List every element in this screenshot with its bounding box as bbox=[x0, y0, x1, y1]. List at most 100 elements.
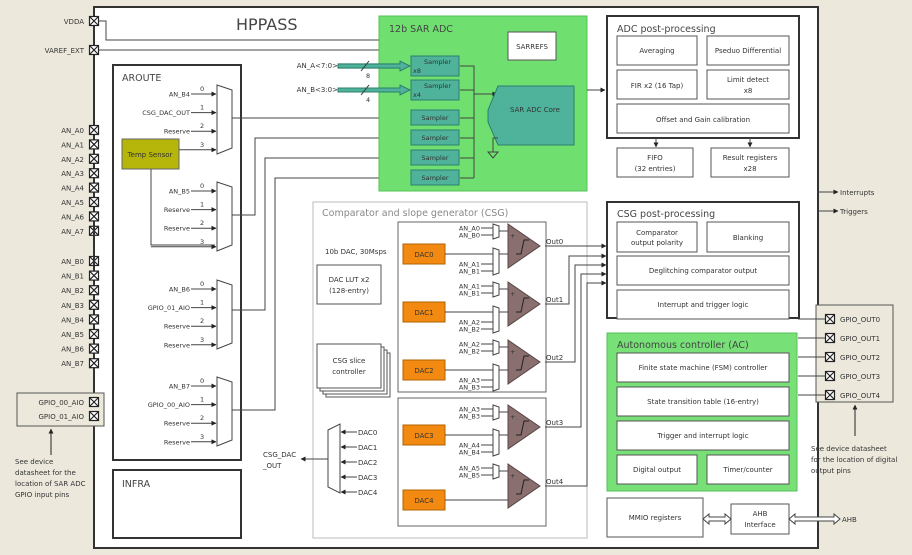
svg-text:Reserve: Reserve bbox=[164, 341, 190, 349]
stt-block bbox=[616, 386, 790, 417]
svg-text:Out4: Out4 bbox=[546, 478, 564, 486]
gpio-in-note: See device datasheet for the location of… bbox=[15, 458, 86, 499]
svg-text:x4: x4 bbox=[413, 91, 421, 99]
svg-text:AN_B7: AN_B7 bbox=[61, 360, 84, 368]
svg-text:Sampler: Sampler bbox=[424, 82, 451, 90]
svg-text:AN_A2: AN_A2 bbox=[61, 156, 84, 164]
svg-text:CSG slice: CSG slice bbox=[333, 357, 366, 365]
svg-text:Temp Sensor: Temp Sensor bbox=[127, 151, 173, 159]
ground-icon bbox=[486, 151, 500, 159]
pin-an-b0: AN_B0 bbox=[61, 255, 100, 267]
svg-text:DAC1: DAC1 bbox=[414, 309, 433, 317]
svg-text:4: 4 bbox=[366, 96, 370, 104]
svg-text:AN_B0: AN_B0 bbox=[61, 258, 84, 266]
pin-an-b2: AN_B2 bbox=[61, 285, 100, 296]
svg-text:1: 1 bbox=[200, 201, 204, 209]
pin-gpio-01-aio: GPIO_01_AIO bbox=[39, 410, 100, 422]
svg-text:AN_A4: AN_A4 bbox=[61, 185, 84, 193]
svg-text:Reserve: Reserve bbox=[164, 420, 190, 428]
svg-text:2: 2 bbox=[200, 317, 204, 325]
csg-slices-group-2 bbox=[397, 397, 547, 527]
svg-text:1: 1 bbox=[200, 299, 204, 307]
ahb-bus-arrow bbox=[788, 512, 841, 526]
pseudo-diff-block bbox=[706, 35, 790, 66]
pin-an-b7: AN_B7 bbox=[61, 358, 100, 369]
pin-vdda: VDDA bbox=[64, 15, 100, 27]
svg-text:2: 2 bbox=[200, 219, 204, 227]
svg-text:output polarity: output polarity bbox=[631, 239, 683, 247]
svg-text:AN_B1: AN_B1 bbox=[459, 268, 480, 276]
svg-text:AN_B<3:0>: AN_B<3:0> bbox=[297, 86, 338, 94]
comparator-4 bbox=[507, 463, 541, 509]
svg-text:AN_B0: AN_B0 bbox=[459, 232, 480, 240]
csg-title: Comparator and slope generator (CSG) bbox=[322, 208, 508, 219]
pin-an-b6: AN_B6 bbox=[61, 343, 100, 354]
svg-text:Interrupt and trigger logic: Interrupt and trigger logic bbox=[658, 301, 749, 309]
svg-text:Timer/counter: Timer/counter bbox=[722, 466, 772, 474]
pin-an-b4: AN_B4 bbox=[61, 314, 100, 325]
dac-spec: 10b DAC, 30Msps bbox=[325, 248, 387, 256]
svg-text:GPIO_OUT1: GPIO_OUT1 bbox=[840, 335, 880, 343]
svg-text:1: 1 bbox=[200, 104, 204, 112]
svg-text:Comparator: Comparator bbox=[636, 229, 678, 237]
svg-text:FIR x2 (16 Tap): FIR x2 (16 Tap) bbox=[631, 82, 684, 90]
svg-text:0: 0 bbox=[200, 280, 204, 288]
ac-trig-block bbox=[616, 420, 790, 451]
svg-text:x28: x28 bbox=[743, 165, 756, 173]
infra-block bbox=[112, 469, 242, 539]
sarrefs-block bbox=[507, 31, 557, 61]
svg-text:AN_A3: AN_A3 bbox=[459, 377, 480, 385]
svg-text:1: 1 bbox=[200, 396, 204, 404]
svg-text:AN_A2: AN_A2 bbox=[459, 341, 480, 349]
svg-text:AN_A2: AN_A2 bbox=[459, 319, 480, 327]
mmio-block bbox=[606, 497, 704, 538]
svg-text:See device: See device bbox=[15, 458, 53, 466]
svg-text:AN_B5: AN_B5 bbox=[61, 331, 84, 339]
svg-text:+: + bbox=[510, 348, 515, 356]
pin-varef-ext: VAREF_EXT bbox=[45, 44, 100, 56]
svg-text:GPIO_OUT3: GPIO_OUT3 bbox=[840, 373, 880, 381]
svg-text:Result registers: Result registers bbox=[723, 154, 778, 162]
pin-an-a1: AN_A1 bbox=[61, 139, 100, 150]
svg-text:See device datasheet: See device datasheet bbox=[811, 445, 887, 453]
svg-text:8: 8 bbox=[366, 72, 370, 80]
svg-text:DAC2: DAC2 bbox=[414, 367, 433, 375]
ahb-label: AHB bbox=[842, 516, 857, 524]
svg-text:AN_A7: AN_A7 bbox=[61, 228, 84, 236]
polarity-block bbox=[616, 221, 698, 253]
svg-text:AN_A5: AN_A5 bbox=[459, 465, 480, 473]
svg-text:output pins: output pins bbox=[811, 467, 851, 475]
pin-an-a6: AN_A6 bbox=[61, 211, 100, 222]
offset-gain-block bbox=[616, 103, 790, 134]
dac-mux-input-3: DAC3 bbox=[358, 474, 377, 482]
svg-text:DAC LUT x2: DAC LUT x2 bbox=[329, 276, 370, 284]
digital-output-block bbox=[616, 454, 698, 485]
hppass-title: HPPASS bbox=[236, 15, 298, 34]
comparator-0 bbox=[507, 223, 541, 269]
svg-text:GPIO_01_AIO: GPIO_01_AIO bbox=[39, 413, 85, 421]
dac-mux-input-1: DAC1 bbox=[358, 444, 377, 452]
svg-text:FIFO: FIFO bbox=[647, 154, 663, 162]
svg-text:Blanking: Blanking bbox=[733, 234, 763, 242]
svg-text:DAC0: DAC0 bbox=[414, 251, 433, 259]
pin-an-a7: AN_A7 bbox=[61, 225, 100, 236]
svg-text:+: + bbox=[510, 232, 515, 240]
svg-text:AN_B5: AN_B5 bbox=[169, 188, 190, 196]
csg-slices: DAC0AN_A0AN_B0AN_A1AN_B1+Out0DAC1AN_A1AN… bbox=[402, 223, 564, 511]
svg-text:2: 2 bbox=[200, 122, 204, 130]
svg-text:datasheet for the: datasheet for the bbox=[15, 469, 76, 477]
svg-text:AN_A4: AN_A4 bbox=[459, 442, 480, 450]
svg-text:(32 entries): (32 entries) bbox=[635, 165, 676, 173]
svg-text:AN_A6: AN_A6 bbox=[61, 213, 84, 221]
svg-text:AN_A<7:0>: AN_A<7:0> bbox=[297, 62, 338, 70]
pin-gpio-out4: GPIO_OUT4 bbox=[798, 389, 881, 401]
pin-gpio-out0: GPIO_OUT0 bbox=[798, 313, 880, 325]
sampler-2: Sampler bbox=[410, 109, 460, 126]
